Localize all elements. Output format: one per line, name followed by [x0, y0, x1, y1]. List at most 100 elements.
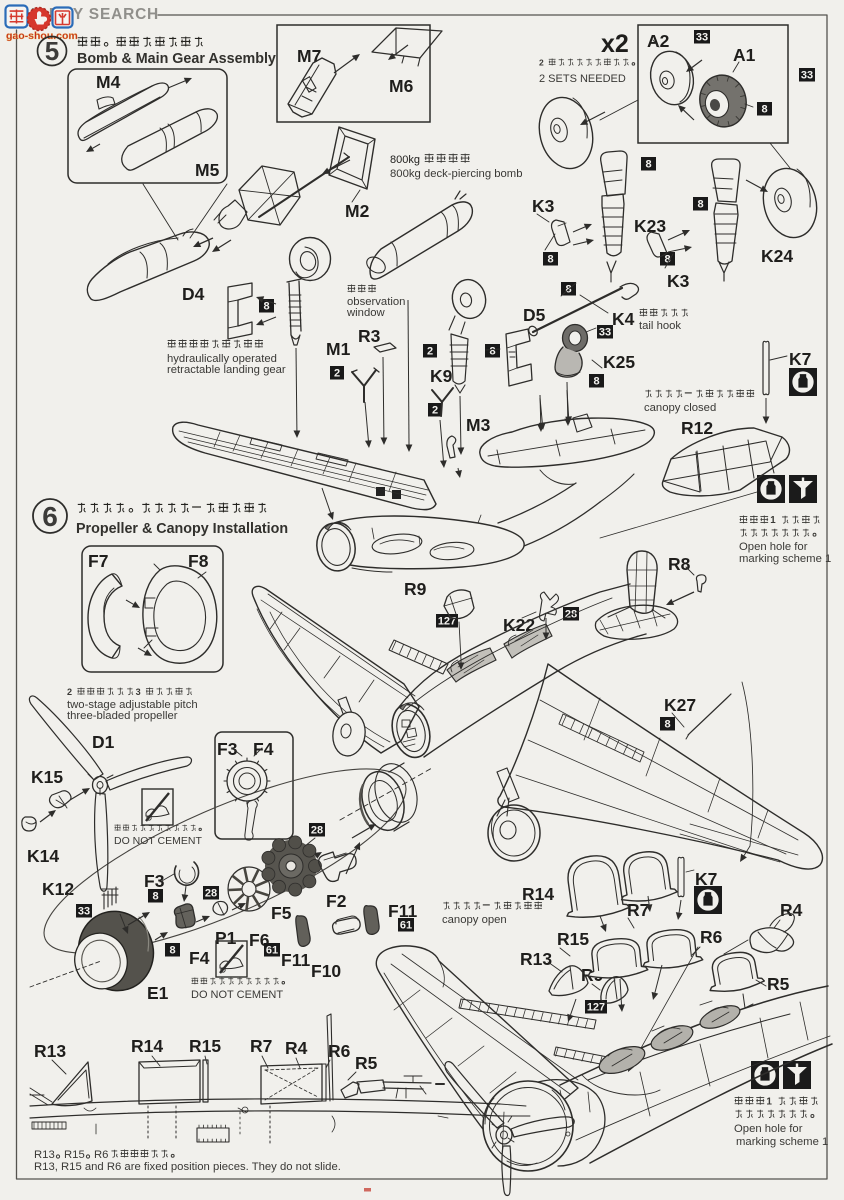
svg-text:R6: R6 [328, 1041, 351, 1061]
svg-text:M1: M1 [326, 339, 351, 359]
svg-text:R3: R3 [358, 326, 381, 346]
svg-text:33: 33 [696, 32, 708, 44]
svg-text:28: 28 [311, 825, 323, 837]
svg-text:R4: R4 [780, 900, 803, 920]
svg-text:M2: M2 [345, 201, 370, 221]
svg-text:R15: R15 [64, 1149, 85, 1161]
svg-text:2: 2 [67, 687, 72, 697]
svg-text:61: 61 [400, 920, 412, 932]
svg-text:three-bladed propeller: three-bladed propeller [67, 710, 178, 722]
svg-text:K4: K4 [612, 309, 635, 329]
svg-text:x2: x2 [601, 30, 629, 58]
svg-text:33: 33 [78, 906, 90, 918]
svg-text:canopy open: canopy open [442, 914, 507, 926]
svg-text:2: 2 [432, 405, 438, 417]
svg-text:8: 8 [169, 945, 175, 957]
svg-text:Open hole for: Open hole for [739, 541, 808, 553]
svg-text:R15: R15 [189, 1036, 221, 1056]
svg-text:2: 2 [334, 368, 340, 380]
svg-text:6: 6 [42, 501, 58, 532]
svg-text:marking scheme 1: marking scheme 1 [736, 1136, 828, 1148]
svg-text:K23: K23 [634, 216, 666, 236]
svg-text:M7: M7 [297, 46, 321, 66]
svg-text:M4: M4 [96, 72, 121, 92]
svg-text:K3: K3 [667, 271, 690, 291]
svg-text:33: 33 [801, 70, 813, 82]
svg-text:8: 8 [645, 159, 651, 171]
svg-text:K24: K24 [761, 246, 793, 266]
svg-text:3: 3 [136, 687, 141, 697]
svg-text:R7: R7 [250, 1036, 272, 1056]
svg-text:A1: A1 [733, 45, 756, 65]
svg-text:M3: M3 [466, 415, 491, 435]
svg-text:R12: R12 [681, 418, 713, 438]
svg-text:R5: R5 [355, 1053, 378, 1073]
svg-text:2 SETS NEEDED: 2 SETS NEEDED [539, 73, 626, 85]
svg-text:127: 127 [587, 1002, 605, 1014]
svg-text:R4: R4 [285, 1038, 308, 1058]
svg-text:Bomb & Main Gear Assembly: Bomb & Main Gear Assembly [77, 51, 276, 67]
svg-text:F5: F5 [271, 903, 292, 923]
svg-text:D1: D1 [92, 732, 115, 752]
svg-text:5: 5 [45, 36, 59, 66]
svg-text:8: 8 [664, 719, 670, 731]
svg-text:hydraulically operated: hydraulically operated [167, 353, 277, 365]
svg-text:1: 1 [766, 1097, 772, 1108]
svg-text:marking scheme 1: marking scheme 1 [739, 553, 831, 565]
svg-text:Open hole for: Open hole for [734, 1123, 803, 1135]
svg-text:D4: D4 [182, 284, 205, 304]
svg-text:8: 8 [263, 301, 269, 313]
svg-text:F3: F3 [217, 739, 238, 759]
svg-text:F8: F8 [188, 551, 209, 571]
svg-text:R14: R14 [522, 884, 554, 904]
svg-text:F4: F4 [189, 948, 210, 968]
svg-text:R8: R8 [668, 554, 691, 574]
svg-text:R7: R7 [627, 900, 649, 920]
svg-text:8: 8 [489, 346, 495, 358]
svg-text:DO NOT CEMENT: DO NOT CEMENT [114, 835, 202, 847]
svg-text:8: 8 [152, 891, 158, 903]
svg-text:8: 8 [664, 254, 670, 266]
svg-text:R6: R6 [94, 1149, 108, 1161]
svg-text:2: 2 [539, 57, 544, 67]
svg-text:D5: D5 [523, 305, 546, 325]
svg-text:1: 1 [770, 515, 776, 526]
svg-text:F2: F2 [326, 891, 347, 911]
svg-text:A2: A2 [647, 31, 670, 51]
svg-text:K12: K12 [42, 879, 74, 899]
svg-text:R6: R6 [700, 927, 723, 947]
svg-text:F7: F7 [88, 551, 108, 571]
svg-text:canopy closed: canopy closed [644, 402, 716, 414]
svg-text:28: 28 [205, 888, 217, 900]
svg-text:M5: M5 [195, 160, 220, 180]
svg-text:R13: R13 [520, 949, 552, 969]
svg-text:R5: R5 [767, 974, 790, 994]
svg-text:K7: K7 [695, 869, 717, 889]
svg-text:R9: R9 [404, 579, 427, 599]
svg-text:K25: K25 [603, 352, 635, 372]
svg-text:R15: R15 [557, 929, 589, 949]
svg-text:K14: K14 [27, 846, 59, 866]
svg-text:F11: F11 [281, 950, 310, 970]
svg-text:33: 33 [599, 327, 611, 339]
svg-text:8: 8 [761, 104, 767, 116]
svg-text:E1: E1 [147, 983, 169, 1003]
svg-text:R13: R13 [34, 1041, 66, 1061]
svg-text:R14: R14 [131, 1036, 163, 1056]
svg-text:K27: K27 [664, 695, 696, 715]
svg-text:F10: F10 [311, 961, 341, 981]
svg-text:R13: R13 [34, 1149, 55, 1161]
svg-text:K9: K9 [430, 366, 453, 386]
svg-text:two-stage adjustable pitch: two-stage adjustable pitch [67, 699, 198, 711]
svg-text:tail hook: tail hook [639, 320, 681, 332]
svg-text:retractable landing gear: retractable landing gear [167, 364, 286, 376]
svg-text:window: window [346, 307, 386, 319]
svg-text:Propeller & Canopy Installatio: Propeller & Canopy Installation [76, 521, 288, 537]
svg-text:observation: observation [347, 296, 405, 308]
svg-text:R13, R15 and R6 are fixed posi: R13, R15 and R6 are fixed position piece… [34, 1161, 341, 1173]
svg-text:8: 8 [547, 254, 553, 266]
svg-text:8: 8 [593, 376, 599, 388]
svg-text:P1: P1 [215, 928, 237, 948]
svg-text:2: 2 [427, 346, 433, 358]
svg-text:127: 127 [438, 616, 456, 628]
